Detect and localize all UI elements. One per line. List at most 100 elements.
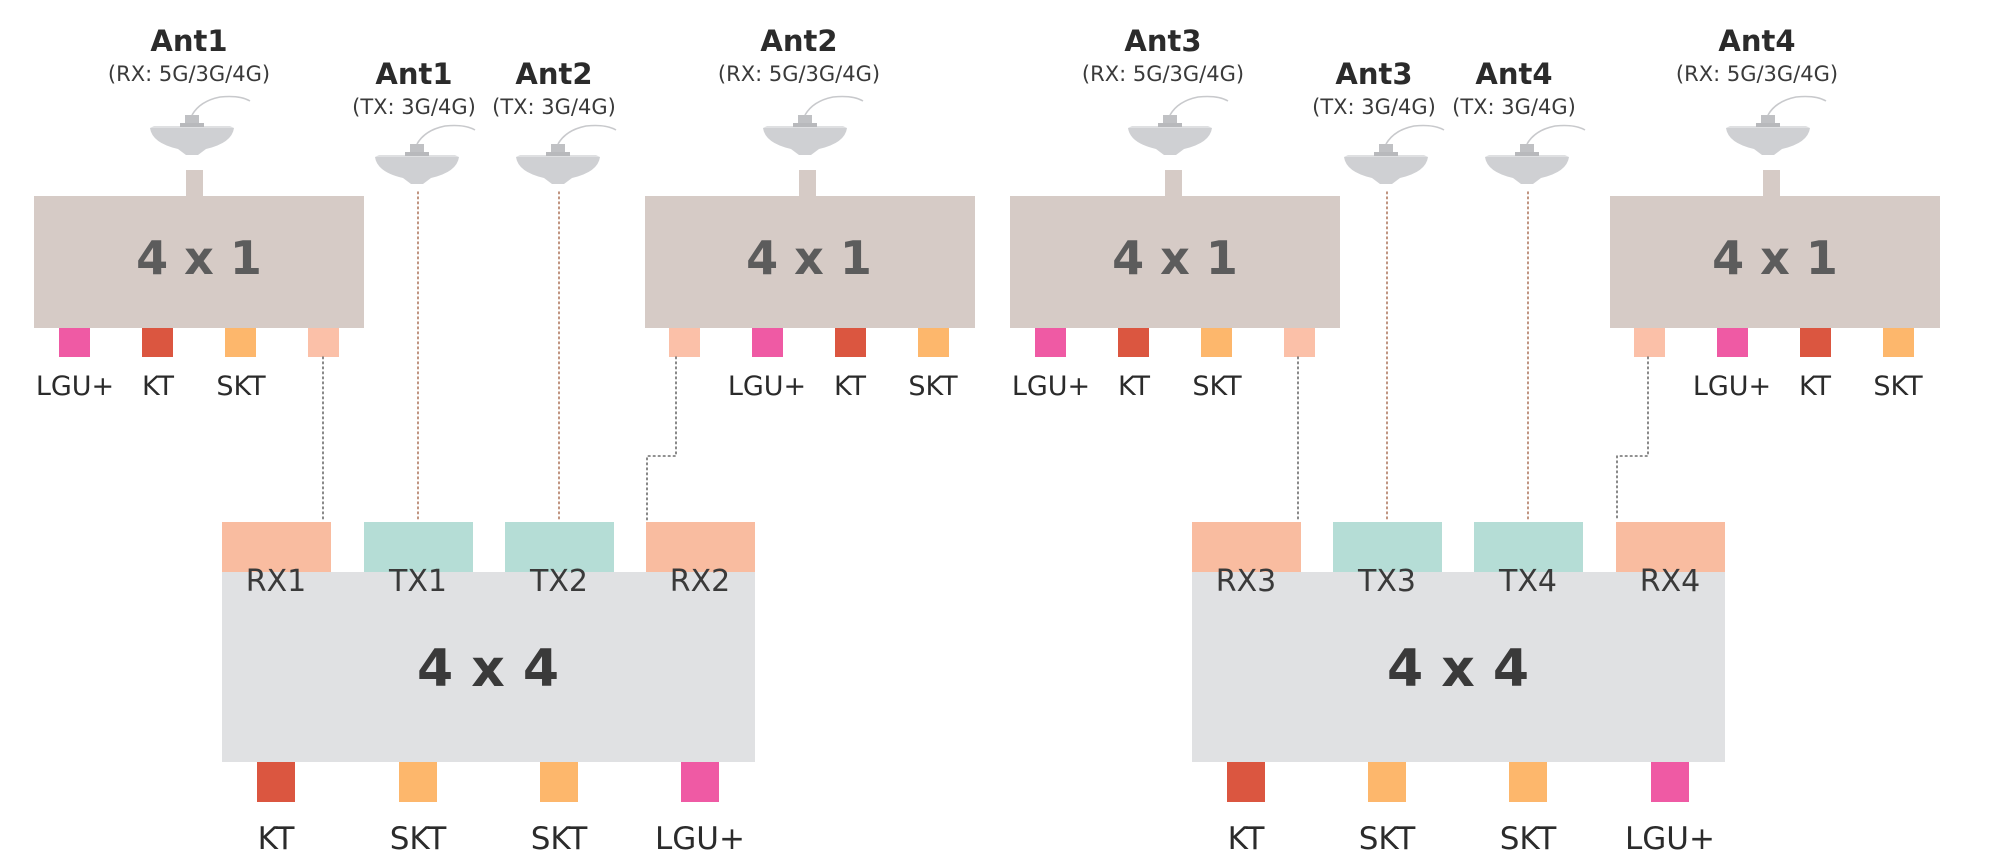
output-port-skt <box>1509 762 1547 802</box>
splitter-connector-stub <box>186 170 203 196</box>
antenna-name: Ant1 <box>375 57 452 91</box>
matrix-port-label: TX1 <box>388 564 447 599</box>
port-lgu <box>1035 328 1066 357</box>
operator-label: LGU+ <box>728 371 806 402</box>
ceiling-antenna-icon <box>375 124 476 184</box>
output-label: KT <box>1228 821 1266 857</box>
splitter-connector-stub <box>1165 170 1182 196</box>
port-lgu <box>1717 328 1748 357</box>
antenna-name: Ant4 <box>1475 57 1552 91</box>
splitter-label: 4 x 1 <box>1112 231 1238 285</box>
port-skt <box>1883 328 1914 357</box>
matrix-box <box>1192 572 1725 762</box>
output-port-skt <box>540 762 578 802</box>
splitter-box <box>1010 196 1340 328</box>
matrix-port-label: RX1 <box>246 564 306 599</box>
antenna-name: Ant2 <box>515 57 592 91</box>
matrix-port-tx1 <box>364 522 473 572</box>
output-label: LGU+ <box>655 821 745 857</box>
operator-label: SKT <box>1192 371 1242 402</box>
matrix-port-rx1 <box>222 522 331 572</box>
ceiling-antenna-icon <box>1726 95 1827 155</box>
connector-rx2 <box>646 356 677 521</box>
output-port-lgu <box>681 762 719 802</box>
matrix-port-tx3 <box>1333 522 1442 572</box>
antenna-label-ant3-rx: Ant3 (RX: 5G/3G/4G) <box>1082 24 1244 86</box>
output-label: LGU+ <box>1625 821 1715 857</box>
matrix-port-label: RX2 <box>670 564 730 599</box>
antenna-spec: (TX: 3G/4G) <box>352 95 476 119</box>
output-port-skt <box>1368 762 1406 802</box>
output-label: SKT <box>1500 821 1558 857</box>
port-skt <box>918 328 949 357</box>
output-port-skt <box>399 762 437 802</box>
matrix-label: 4 x 4 <box>1387 639 1529 699</box>
operator-label: SKT <box>1873 371 1923 402</box>
antenna-spec: (RX: 5G/3G/4G) <box>1082 62 1244 86</box>
antenna-label-ant1-tx: Ant1 (TX: 3G/4G) <box>352 57 476 119</box>
antenna-spec: (RX: 5G/3G/4G) <box>718 62 880 86</box>
matrix-port-rx3 <box>1192 522 1301 572</box>
antenna-spec: (RX: 5G/3G/4G) <box>1676 62 1838 86</box>
antenna-label-ant1-rx: Ant1 (RX: 5G/3G/4G) <box>108 24 270 86</box>
port-lgu <box>59 328 90 357</box>
ceiling-antenna-icon <box>763 95 864 155</box>
splitter-label: 4 x 1 <box>136 231 262 285</box>
matrix-port-label: TX2 <box>529 564 588 599</box>
connector-rx4 <box>1616 356 1649 521</box>
antenna-name: Ant4 <box>1718 24 1795 58</box>
splitter-3: 4 x 1 LGU+ KT SKT <box>1010 170 1340 402</box>
antenna-name: Ant3 <box>1335 57 1412 91</box>
antenna-label-ant4-tx: Ant4 (TX: 3G/4G) <box>1452 57 1576 119</box>
port-kt <box>1118 328 1149 357</box>
antenna-name: Ant2 <box>760 24 837 58</box>
antenna-spec: (TX: 3G/4G) <box>1312 95 1436 119</box>
splitter-box <box>1610 196 1940 328</box>
operator-label: KT <box>1118 371 1151 402</box>
matrix-box <box>222 572 755 762</box>
port-kt <box>1800 328 1831 357</box>
output-label: SKT <box>531 821 589 857</box>
port-skt <box>225 328 256 357</box>
port-rx <box>1634 328 1665 357</box>
splitter-box <box>645 196 975 328</box>
matrix-port-rx4 <box>1616 522 1725 572</box>
antenna-label-ant3-tx: Ant3 (TX: 3G/4G) <box>1312 57 1436 119</box>
splitter-1: 4 x 1 LGU+ KT SKT <box>34 170 364 402</box>
antenna-label-ant2-rx: Ant2 (RX: 5G/3G/4G) <box>718 24 880 86</box>
matrix-label: 4 x 4 <box>417 639 559 699</box>
splitter-label: 4 x 1 <box>746 231 872 285</box>
matrix-port-rx2 <box>646 522 755 572</box>
operator-label: SKT <box>908 371 958 402</box>
antenna-label-ant2-tx: Ant2 (TX: 3G/4G) <box>492 57 616 119</box>
ceiling-antenna-icon <box>150 95 251 155</box>
antenna-spec: (TX: 3G/4G) <box>1452 95 1576 119</box>
port-lgu <box>752 328 783 357</box>
antenna-name: Ant1 <box>150 24 227 58</box>
port-skt <box>1201 328 1232 357</box>
operator-label: LGU+ <box>1012 371 1090 402</box>
port-rx <box>669 328 700 357</box>
matrix-1: RX1 TX1 TX2 RX2 4 x 4 KT SKT SKT LGU+ <box>222 522 755 857</box>
antenna-spec: (TX: 3G/4G) <box>492 95 616 119</box>
antenna-label-ant4-rx: Ant4 (RX: 5G/3G/4G) <box>1676 24 1838 86</box>
ceiling-antenna-icon <box>1344 124 1445 184</box>
matrix-port-label: TX3 <box>1357 564 1416 599</box>
splitter-2: 4 x 1 LGU+ KT SKT <box>645 170 975 402</box>
operator-label: KT <box>142 371 175 402</box>
port-kt <box>835 328 866 357</box>
splitter-box <box>34 196 364 328</box>
operator-label: KT <box>1799 371 1832 402</box>
operator-label: LGU+ <box>36 371 114 402</box>
output-label: SKT <box>1359 821 1417 857</box>
antenna-spec: (RX: 5G/3G/4G) <box>108 62 270 86</box>
ceiling-antenna-icon <box>1485 124 1586 184</box>
splitter-4: 4 x 1 LGU+ KT SKT <box>1610 170 1940 402</box>
matrix-port-label: TX4 <box>1498 564 1557 599</box>
port-rx <box>1284 328 1315 357</box>
matrix-port-label: RX3 <box>1216 564 1276 599</box>
output-port-lgu <box>1651 762 1689 802</box>
antenna-name: Ant3 <box>1124 24 1201 58</box>
matrix-port-tx4 <box>1474 522 1583 572</box>
